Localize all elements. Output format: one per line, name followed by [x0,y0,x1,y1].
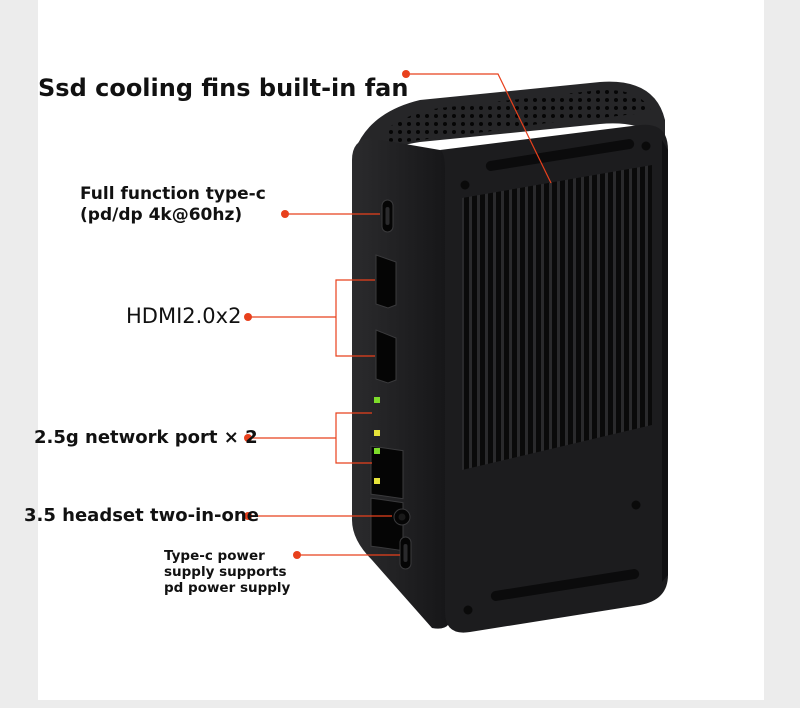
audio-callout-dot [244,512,252,520]
heatsink-fins [462,165,652,470]
usb-c-port-icon [381,199,394,233]
typec-label: Full function type-c (pd/dp 4k@60hz) [80,184,266,226]
typec-label-line2: (pd/dp 4k@60hz) [80,205,243,225]
power-label-line2: supply supports [164,564,287,580]
fan-label: Ssd cooling fins built-in fan [38,74,409,102]
hdmi-label: HDMI2.0x2 [126,304,242,328]
fan-callout-dot [402,70,410,78]
hdmi-callout-dot [244,313,252,321]
audio-jack-icon [393,508,411,526]
hdmi-port-icon [375,254,397,384]
power-label-line3: pd power supply [164,580,291,596]
power-label: Type-c power supply supports pd power su… [164,548,290,596]
audio-label: 3.5 headset two-in-one [24,505,259,526]
typec-label-line1: Full function type-c [80,184,266,204]
power-port-icon [399,536,412,570]
power-label-line1: Type-c power [164,548,265,564]
network-label: 2.5g network port × 2 [34,427,258,448]
typec-callout-dot [281,210,289,218]
power-callout-dot [293,551,301,559]
network-callout-dot [244,434,252,442]
ethernet-port-icon [370,397,404,552]
